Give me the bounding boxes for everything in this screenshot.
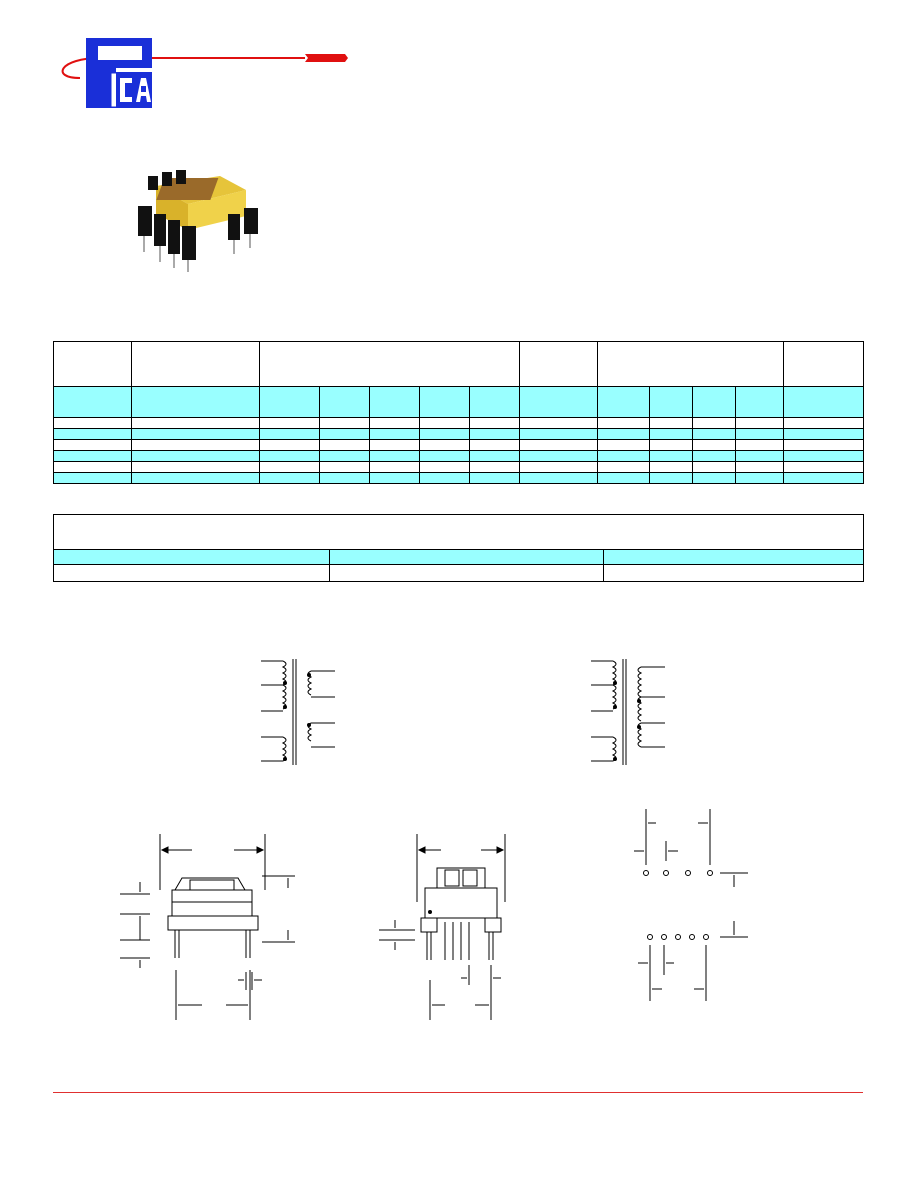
table-row	[53, 472, 865, 484]
header-cell	[519, 341, 599, 387]
dimension-title-row	[52, 514, 865, 550]
table-row	[53, 439, 865, 451]
front-view-drawing	[379, 834, 506, 1020]
schematic-right	[591, 659, 665, 765]
side-view-drawing	[120, 834, 295, 1020]
table-row	[53, 428, 865, 440]
table-subheader-row	[53, 386, 865, 418]
header-cell	[783, 341, 865, 387]
header-cell	[597, 341, 785, 387]
dimension-header-row	[53, 549, 865, 565]
table-row	[53, 461, 865, 473]
pcb-layout-drawing	[634, 809, 748, 1001]
table-row	[53, 417, 865, 429]
schematic-left	[261, 659, 335, 765]
table-header-row	[53, 341, 865, 387]
footer-rule	[53, 1092, 863, 1093]
table-row	[53, 450, 865, 462]
pca-logo	[61, 38, 348, 108]
header-cell	[258, 341, 521, 387]
specification-table	[53, 341, 865, 484]
dimension-table	[52, 514, 865, 582]
transformer-photo	[138, 170, 258, 272]
header-cell	[131, 341, 260, 387]
header-cell	[53, 341, 132, 387]
dimension-value-row	[53, 564, 865, 582]
